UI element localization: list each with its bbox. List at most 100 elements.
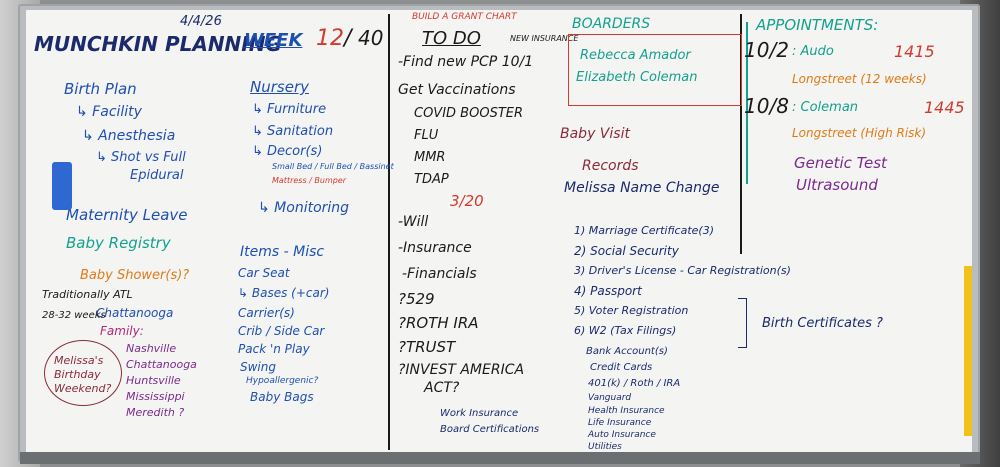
grant-chart-banner: BUILD A GRANT CHART — [412, 12, 517, 22]
todo-item: -Find new PCP 10/1 — [398, 54, 534, 70]
misc-item: Crib / Side Car — [238, 324, 325, 338]
todo-item: -Financials — [402, 266, 477, 282]
appt-time: 1445 — [924, 98, 965, 117]
list-item: Baby Shower(s)? — [80, 268, 190, 283]
nursery-item: Mattress / Bumper — [272, 176, 347, 185]
todo-item: ?529 — [398, 290, 435, 308]
birth-cert-note: Birth Certificates ? — [762, 316, 883, 331]
shower-note: Family: — [100, 324, 144, 338]
todo-item: ?TRUST — [398, 338, 456, 356]
record-item: Vanguard — [588, 393, 632, 403]
shower-note: Meredith ? — [126, 406, 185, 419]
shower-note: Chattanooga — [96, 306, 174, 320]
todo-item: 3/20 — [450, 192, 484, 210]
nursery-item: ↳ Sanitation — [252, 124, 334, 139]
record-item: 2) Social Security — [574, 244, 679, 258]
birthday-note: Birthday — [54, 368, 101, 381]
appt-date: 10/2 — [744, 38, 789, 62]
shower-note: 28-32 weeks — [42, 310, 106, 321]
record-item: 1) Marriage Certificate(3) — [574, 224, 715, 237]
appt-label: : Audo — [792, 44, 834, 59]
records: Records — [582, 158, 639, 174]
nursery-item: ↳ Monitoring — [258, 200, 350, 216]
shower-note: Mississippi — [126, 390, 185, 403]
bottom-note: Work Insurance — [440, 408, 519, 419]
new-insurance-note: NEW INSURANCE — [510, 34, 579, 43]
baby-visit: Baby Visit — [560, 126, 630, 142]
list-item: ↳ Facility — [76, 104, 142, 120]
appt-label: : Coleman — [792, 100, 859, 115]
nursery-item: ↳ Furniture — [252, 102, 327, 117]
misc-item: Baby Bags — [250, 390, 314, 404]
birth-cert-bracket — [738, 298, 747, 348]
record-item: Health Insurance — [588, 406, 665, 416]
name-change-title: Melissa Name Change — [564, 180, 720, 196]
record-item: 3) Driver's License - Car Registration(s… — [574, 264, 791, 277]
record-item: Life Insurance — [588, 418, 652, 428]
divider-1 — [388, 14, 390, 450]
appt-date: 10/8 — [744, 94, 789, 118]
shower-note: Nashville — [126, 342, 177, 355]
list-item: Baby Registry — [66, 234, 171, 252]
appt-label: Ultrasound — [796, 176, 878, 194]
record-item: Utilities — [588, 442, 622, 452]
appt-label: Longstreet (High Risk) — [792, 126, 927, 140]
todo-item: COVID BOOSTER — [414, 106, 524, 121]
todo-item: ?INVEST AMERICA — [398, 362, 525, 378]
bottom-note: Board Certifications — [440, 424, 540, 435]
shower-note: Chattanooga — [126, 358, 197, 371]
eraser — [52, 162, 72, 210]
list-item: ↳ Shot vs Full — [96, 150, 186, 165]
todo-item: -Insurance — [398, 240, 472, 256]
todo-heading: TO DO — [422, 28, 481, 49]
boarder-name: Elizabeth Coleman — [576, 70, 698, 85]
birthday-bubble — [44, 340, 122, 406]
divider-2 — [740, 14, 742, 254]
appointments-heading: APPOINTMENTS: — [756, 16, 879, 34]
board-date: 4/4/26 — [180, 14, 222, 29]
week-label: WEEK — [244, 30, 303, 51]
list-item: Birth Plan — [64, 80, 137, 98]
birthday-note: Melissa's — [54, 354, 104, 367]
list-item: Epidural — [130, 168, 184, 183]
record-item: 6) W2 (Tax Filings) — [574, 324, 677, 337]
list-item: ↳ Anesthesia — [82, 128, 176, 144]
todo-item: MMR — [414, 150, 446, 165]
todo-item: ?ROTH IRA — [398, 314, 479, 332]
todo-item: FLU — [414, 128, 439, 143]
shower-note: Traditionally ATL — [42, 288, 133, 301]
boarders-heading: BOARDERS — [572, 16, 651, 32]
record-item: 401(k) / Roth / IRA — [588, 378, 681, 389]
nursery-item: Small Bed / Full Bed / Bassinet — [272, 162, 394, 171]
record-item: Auto Insurance — [588, 430, 656, 440]
todo-item: -Will — [398, 214, 429, 230]
record-item: Credit Cards — [590, 362, 653, 373]
week-total: 40 — [358, 26, 384, 50]
todo-item: TDAP — [414, 172, 449, 187]
appt-label: Genetic Test — [794, 154, 887, 172]
birthday-note: Weekend? — [54, 382, 112, 395]
week-current: 12 — [316, 26, 344, 51]
whiteboard: MUNCHKIN PLANNING 4/4/26 WEEK 12 / 40 Bi… — [26, 10, 972, 452]
divider-3 — [746, 22, 748, 184]
misc-item: Carrier(s) — [238, 306, 295, 320]
misc-item: Car Seat — [238, 266, 290, 280]
list-item: Maternity Leave — [66, 206, 188, 224]
board-title: MUNCHKIN PLANNING — [34, 32, 282, 56]
shower-note: Huntsville — [126, 374, 181, 387]
record-item: Bank Account(s) — [586, 346, 668, 357]
boarder-name: Rebecca Amador — [580, 48, 691, 63]
misc-item: ↳ Bases (+car) — [238, 286, 330, 300]
record-item: 4) Passport — [574, 284, 642, 298]
record-item: 5) Voter Registration — [574, 304, 689, 317]
appt-label: Longstreet (12 weeks) — [792, 72, 927, 86]
misc-item: Hypoallergenic? — [246, 376, 319, 386]
todo-item: Get Vaccinations — [398, 82, 516, 98]
boarders-box — [568, 34, 742, 106]
misc-item: Pack 'n Play — [238, 342, 310, 356]
nursery-heading: Nursery — [250, 78, 309, 96]
todo-item: ACT? — [424, 380, 460, 396]
misc-heading: Items - Misc — [240, 244, 325, 260]
yellow-marker-strip — [964, 266, 972, 436]
marker-tray — [20, 452, 980, 464]
